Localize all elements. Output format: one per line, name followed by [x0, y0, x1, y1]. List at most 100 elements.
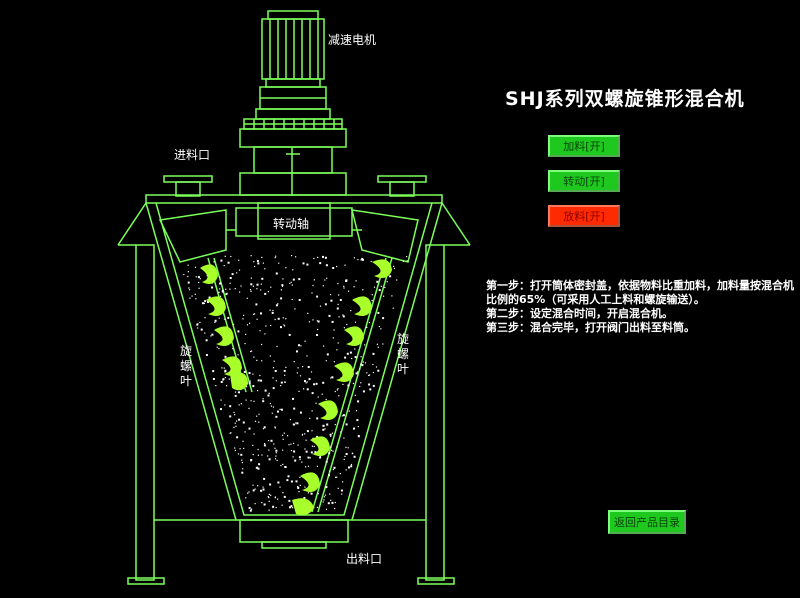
powder-particle: [282, 278, 284, 280]
powder-particle: [292, 278, 295, 281]
powder-particle: [362, 289, 364, 291]
powder-particle: [344, 455, 346, 457]
powder-particle: [253, 261, 255, 263]
powder-particle: [351, 357, 353, 360]
powder-particle: [230, 432, 232, 434]
powder-particle: [322, 501, 324, 503]
powder-particle: [338, 294, 340, 296]
powder-particle: [343, 437, 345, 439]
powder-particle: [264, 443, 266, 445]
powder-particle: [238, 259, 240, 261]
powder-particle: [220, 381, 223, 383]
powder-particle: [311, 430, 313, 432]
powder-particle: [287, 435, 289, 437]
powder-particle: [283, 324, 285, 326]
powder-particle: [187, 271, 189, 273]
powder-particle: [316, 320, 318, 322]
discharge-button[interactable]: 放料[开]: [548, 205, 620, 227]
powder-particle: [256, 466, 259, 468]
powder-particle: [352, 382, 354, 385]
powder-particle: [312, 319, 314, 321]
powder-particle: [264, 268, 266, 270]
powder-particle: [323, 496, 325, 498]
powder-particle: [245, 333, 247, 335]
powder-particle: [237, 330, 240, 333]
feed-button[interactable]: 加料[开]: [548, 135, 620, 157]
screw-blade-right: [292, 259, 392, 516]
powder-particle: [366, 372, 368, 374]
powder-particle: [326, 353, 329, 356]
powder-particle: [332, 468, 334, 471]
powder-particle: [269, 355, 271, 357]
powder-particle: [275, 455, 277, 457]
powder-particle: [187, 275, 189, 278]
powder-particle: [187, 281, 190, 284]
powder-particle: [310, 451, 313, 454]
powder-particle: [362, 390, 365, 393]
powder-particle: [256, 260, 259, 262]
powder-particle: [281, 284, 284, 287]
powder-particle: [323, 425, 325, 427]
powder-particle: [272, 377, 274, 379]
powder-particle: [203, 302, 205, 304]
return-catalog-button[interactable]: 返回产品目录: [608, 510, 686, 534]
powder-particle: [354, 394, 356, 396]
powder-particle: [225, 293, 228, 296]
powder-particle: [377, 311, 380, 314]
powder-particle: [295, 480, 298, 483]
powder-particle: [311, 392, 314, 395]
powder-particle: [261, 277, 264, 280]
rotate-button[interactable]: 转动[开]: [548, 170, 620, 192]
powder-particle: [324, 428, 326, 430]
powder-particle: [256, 359, 258, 361]
powder-particle: [296, 422, 299, 425]
powder-particle: [371, 299, 373, 301]
powder-particle: [221, 290, 224, 293]
powder-particle: [307, 456, 310, 459]
powder-particle: [306, 430, 309, 433]
powder-particle: [341, 415, 343, 417]
shaft-label: 转动轴: [273, 217, 310, 231]
powder-particle: [343, 458, 345, 460]
powder-particle: [284, 374, 286, 376]
powder-particle: [234, 422, 236, 424]
powder-particle: [341, 493, 343, 495]
powder-particle: [242, 440, 244, 442]
powder-particle: [336, 476, 338, 478]
powder-particle: [220, 408, 222, 411]
powder-particle: [277, 410, 279, 413]
powder-particle: [299, 458, 301, 461]
powder-particle: [219, 295, 222, 297]
powder-particle: [241, 459, 243, 461]
powder-particle: [306, 355, 308, 357]
powder-particle: [250, 290, 252, 292]
powder-particle: [282, 463, 284, 465]
powder-particle: [296, 486, 299, 488]
powder-particle: [254, 503, 256, 505]
powder-particle: [319, 456, 321, 458]
powder-particle: [292, 456, 294, 458]
powder-particle: [296, 372, 298, 374]
powder-particle: [303, 497, 306, 499]
powder-particle: [352, 452, 354, 455]
powder-particle: [261, 490, 263, 492]
powder-particle: [274, 257, 276, 259]
powder-particle: [372, 384, 375, 387]
powder-particle: [260, 283, 262, 285]
powder-particle: [247, 492, 249, 494]
powder-particle: [337, 388, 339, 390]
powder-particle: [354, 348, 356, 350]
powder-particle: [292, 269, 294, 271]
powder-particle: [299, 476, 301, 478]
powder-particle: [239, 448, 241, 450]
powder-particle: [393, 265, 395, 267]
powder-particle: [253, 356, 255, 358]
powder-particle: [383, 295, 385, 297]
powder-particle: [196, 323, 199, 326]
powder-particle: [197, 276, 200, 279]
powder-particle: [272, 505, 275, 508]
powder-particle: [253, 433, 255, 435]
powder-particle: [263, 503, 266, 506]
powder-particle: [195, 276, 197, 278]
powder-particle: [378, 325, 380, 328]
